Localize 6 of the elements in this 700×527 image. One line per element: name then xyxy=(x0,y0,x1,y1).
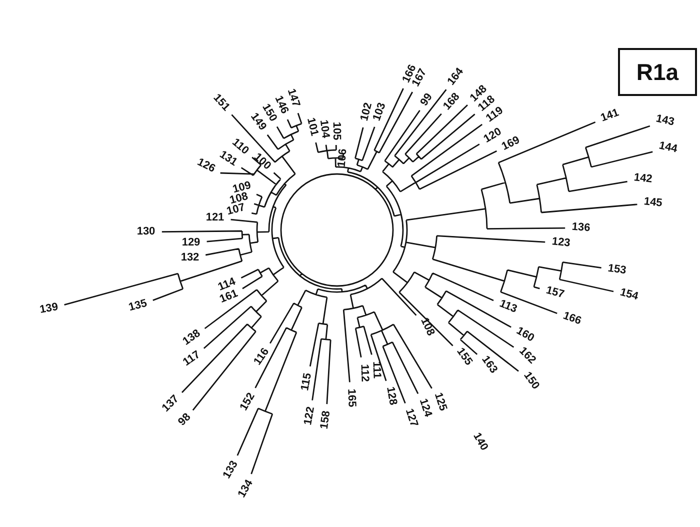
leaf-label: 134 xyxy=(236,478,256,500)
leaf-label: 144 xyxy=(658,140,678,156)
leaf-label: 143 xyxy=(654,114,676,128)
leaf-label: 139 xyxy=(39,302,59,316)
leaf-label: 164 xyxy=(446,66,466,88)
panel-label: R1a xyxy=(618,48,697,96)
